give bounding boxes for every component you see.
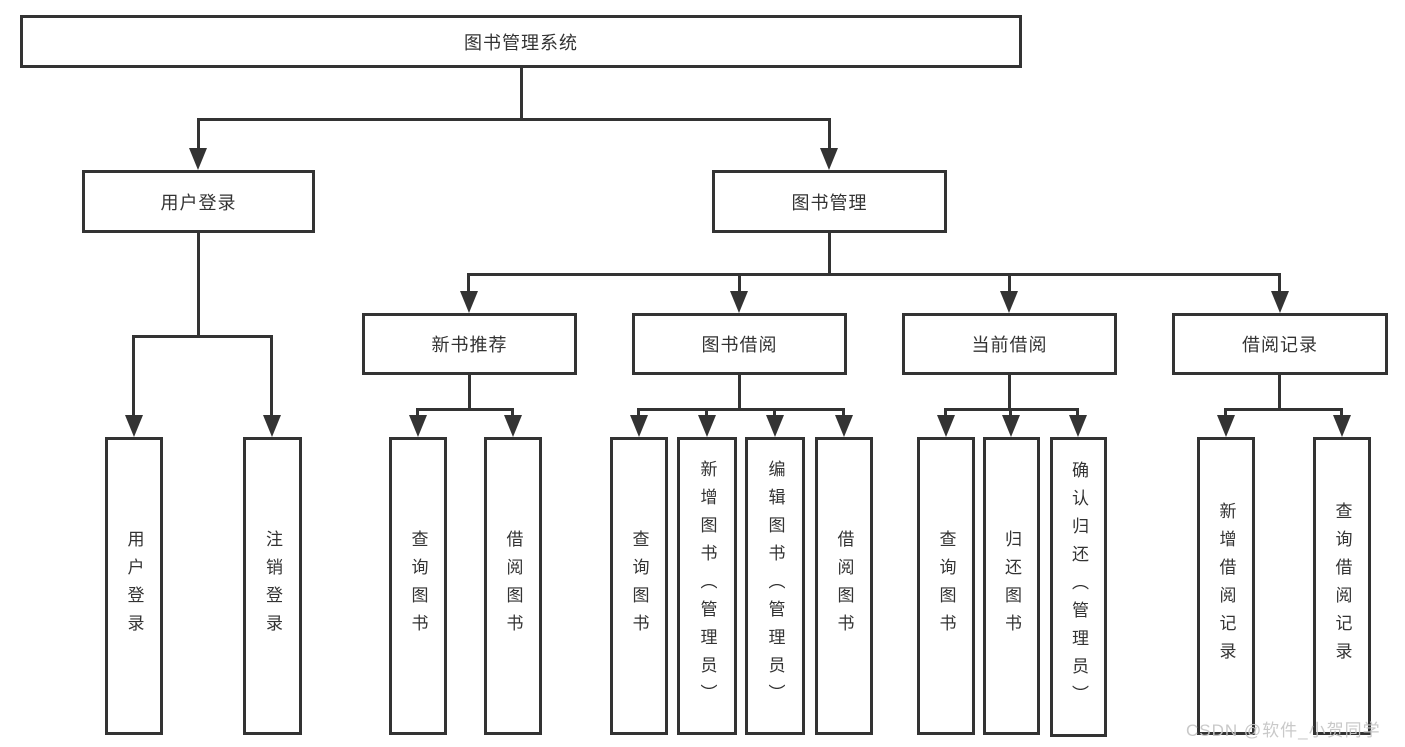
connector-line — [270, 335, 273, 418]
node-book-management: 图书管理 — [712, 170, 947, 233]
arrow-down-icon — [1217, 415, 1235, 437]
arrow-down-icon — [263, 415, 281, 437]
connector-line — [1008, 375, 1011, 408]
arrow-down-icon — [409, 415, 427, 437]
connector-line — [197, 118, 831, 121]
connector-line — [416, 408, 514, 411]
connector-line — [1224, 408, 1227, 418]
connector-line — [132, 335, 273, 338]
leaf-query-borrow-record-label: 查询借阅记录 — [1332, 502, 1352, 670]
arrow-down-icon — [1271, 291, 1289, 313]
leaf-borrow-books-recommend: 借阅图书 — [484, 437, 542, 735]
connector-line — [1076, 408, 1079, 418]
connector-line — [132, 335, 135, 418]
arrow-down-icon — [730, 291, 748, 313]
arrow-down-icon — [630, 415, 648, 437]
arrow-down-icon — [189, 148, 207, 170]
connector-line — [738, 375, 741, 408]
node-book-borrowing: 图书借阅 — [632, 313, 847, 375]
leaf-query-books-borrowing: 查询图书 — [610, 437, 668, 735]
arrow-down-icon — [698, 415, 716, 437]
node-book-borrowing-label: 图书借阅 — [701, 335, 778, 355]
node-borrow-records-label: 借阅记录 — [1242, 335, 1318, 355]
node-user-login: 用户登录 — [82, 170, 315, 233]
connector-line — [773, 408, 776, 418]
leaf-edit-book-admin-label: 编辑图书（管理员） — [765, 460, 785, 712]
node-borrow-records: 借阅记录 — [1172, 313, 1388, 375]
leaf-add-book-admin-label: 新增图书（管理员） — [697, 460, 717, 712]
arrow-down-icon — [504, 415, 522, 437]
connector-line — [1278, 273, 1281, 294]
connector-line — [416, 408, 419, 418]
arrow-down-icon — [766, 415, 784, 437]
connector-line — [468, 273, 1281, 276]
leaf-user-login: 用户登录 — [105, 437, 163, 735]
arrow-down-icon — [1069, 415, 1087, 437]
connector-line — [467, 273, 470, 294]
connector-line — [842, 408, 845, 418]
leaf-query-books-recommend: 查询图书 — [389, 437, 447, 735]
arrow-down-icon — [1000, 291, 1018, 313]
connector-line — [1009, 408, 1012, 418]
node-library-system-label: 图书管理系统 — [464, 32, 578, 53]
leaf-confirm-return-admin: 确认归还（管理员） — [1050, 437, 1107, 737]
leaf-borrow-books-recommend-label: 借阅图书 — [503, 530, 523, 642]
leaf-add-book-admin: 新增图书（管理员） — [677, 437, 737, 735]
node-current-borrowing-label: 当前借阅 — [971, 335, 1048, 355]
leaf-borrow-books-borrowing: 借阅图书 — [815, 437, 873, 735]
leaf-user-login-label: 用户登录 — [124, 530, 144, 642]
arrow-down-icon — [1002, 415, 1020, 437]
leaf-add-borrow-record: 新增借阅记录 — [1197, 437, 1255, 735]
connector-line — [738, 273, 741, 294]
arrow-down-icon — [1333, 415, 1351, 437]
arrow-down-icon — [460, 291, 478, 313]
connector-line — [1340, 408, 1343, 418]
leaf-query-books-current: 查询图书 — [917, 437, 975, 735]
leaf-query-books-current-label: 查询图书 — [936, 530, 956, 642]
node-current-borrowing: 当前借阅 — [902, 313, 1117, 375]
leaf-return-books: 归还图书 — [983, 437, 1040, 735]
connector-line — [828, 233, 831, 273]
arrow-down-icon — [937, 415, 955, 437]
connector-line — [1008, 273, 1011, 294]
node-new-book-recommend-label: 新书推荐 — [431, 335, 508, 355]
connector-line — [468, 375, 471, 408]
connector-line — [511, 408, 514, 418]
leaf-edit-book-admin: 编辑图书（管理员） — [745, 437, 805, 735]
connector-line — [1224, 408, 1343, 411]
leaf-add-borrow-record-label: 新增借阅记录 — [1216, 502, 1236, 670]
leaf-return-books-label: 归还图书 — [1002, 530, 1021, 642]
connector-line — [520, 68, 523, 118]
node-new-book-recommend: 新书推荐 — [362, 313, 577, 375]
leaf-borrow-books-borrowing-label: 借阅图书 — [834, 530, 854, 642]
connector-line — [828, 118, 831, 152]
node-user-login-label: 用户登录 — [160, 192, 237, 213]
leaf-confirm-return-admin-label: 确认归还（管理员） — [1069, 461, 1088, 713]
connector-line — [197, 118, 200, 152]
arrow-down-icon — [820, 148, 838, 170]
node-book-management-label: 图书管理 — [791, 192, 868, 213]
csdn-watermark: CSDN @软件_小贺同学 — [1186, 721, 1381, 740]
connector-line — [944, 408, 947, 418]
connector-line — [1278, 375, 1281, 408]
arrow-down-icon — [125, 415, 143, 437]
leaf-query-books-borrowing-label: 查询图书 — [629, 530, 649, 642]
leaf-logout: 注销登录 — [243, 437, 302, 735]
connector-line — [637, 408, 640, 418]
connector-line — [197, 233, 200, 335]
leaf-query-books-recommend-label: 查询图书 — [408, 530, 428, 642]
connector-line — [637, 408, 845, 411]
node-library-system: 图书管理系统 — [20, 15, 1022, 68]
arrow-down-icon — [835, 415, 853, 437]
leaf-logout-label: 注销登录 — [263, 530, 282, 642]
connector-line — [705, 408, 708, 418]
leaf-query-borrow-record: 查询借阅记录 — [1313, 437, 1371, 735]
